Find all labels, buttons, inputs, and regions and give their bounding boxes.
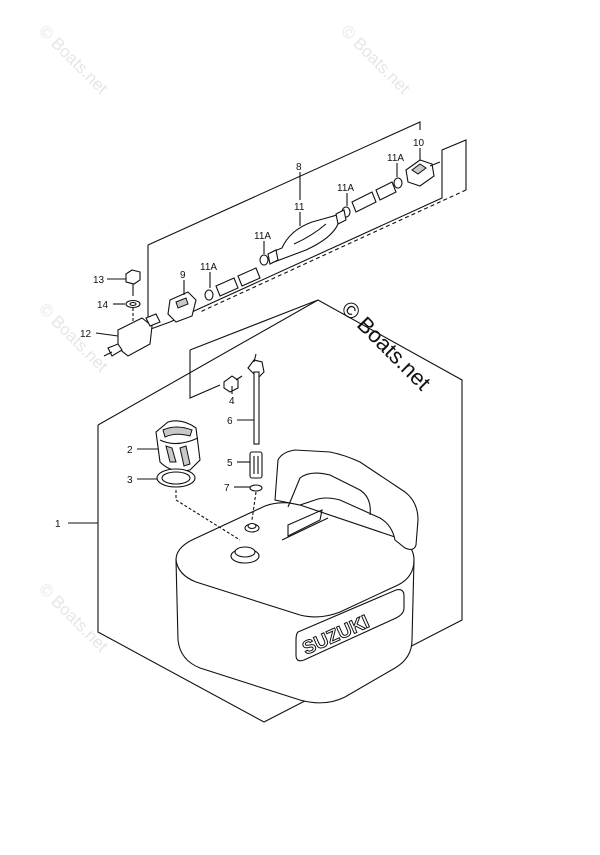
callout-11a-first: 11A: [200, 262, 217, 273]
callout-3: 3: [127, 475, 133, 486]
callout-11a-fourth: 11A: [387, 153, 404, 164]
callout-6: 6: [227, 416, 233, 427]
washer: [125, 299, 141, 309]
pickup-tube: [247, 353, 265, 445]
callout-8: 8: [296, 162, 302, 173]
callout-11a-second: 11A: [254, 231, 271, 242]
callout-13: 13: [93, 275, 105, 286]
fuel-hose-assembly: [204, 177, 403, 301]
line-connector-tank-side: [167, 291, 197, 323]
callout-1: 1: [55, 519, 61, 530]
callout-11: 11: [294, 202, 305, 213]
tank-frame: [97, 299, 463, 723]
callout-5: 5: [227, 458, 233, 469]
watermark-top-right: © Boats.net: [337, 21, 414, 98]
callout-7: 7: [224, 483, 230, 494]
leader-lines: [68, 148, 421, 524]
callout-4: 4: [229, 396, 235, 407]
fuel-tank: SUZUKI: [175, 449, 419, 704]
callout-2: 2: [127, 445, 133, 456]
watermark-top-left: © Boats.net: [35, 21, 112, 98]
callout-12: 12: [80, 329, 92, 340]
watermark-prominent: © Boats.net: [336, 296, 435, 395]
o-ring: [249, 484, 263, 492]
tank-connector: [103, 313, 161, 357]
watermark-bottom-left: © Boats.net: [35, 579, 112, 656]
line-connector-engine-side: [405, 159, 441, 187]
pickup-filter: [249, 451, 263, 479]
tank-cap: [155, 420, 201, 472]
vent-screw: [223, 375, 243, 393]
callouts: 1 2 3 4 5 6 7 8 9 10 11 11A 11A 11A 11A …: [55, 138, 425, 530]
callout-9: 9: [180, 270, 186, 281]
callout-10: 10: [413, 138, 425, 149]
callout-11a-third: 11A: [337, 183, 354, 194]
callout-14: 14: [97, 300, 109, 311]
bolt: [125, 269, 141, 296]
cap-gasket: [156, 468, 196, 488]
cap-to-neck-line: [175, 490, 241, 541]
